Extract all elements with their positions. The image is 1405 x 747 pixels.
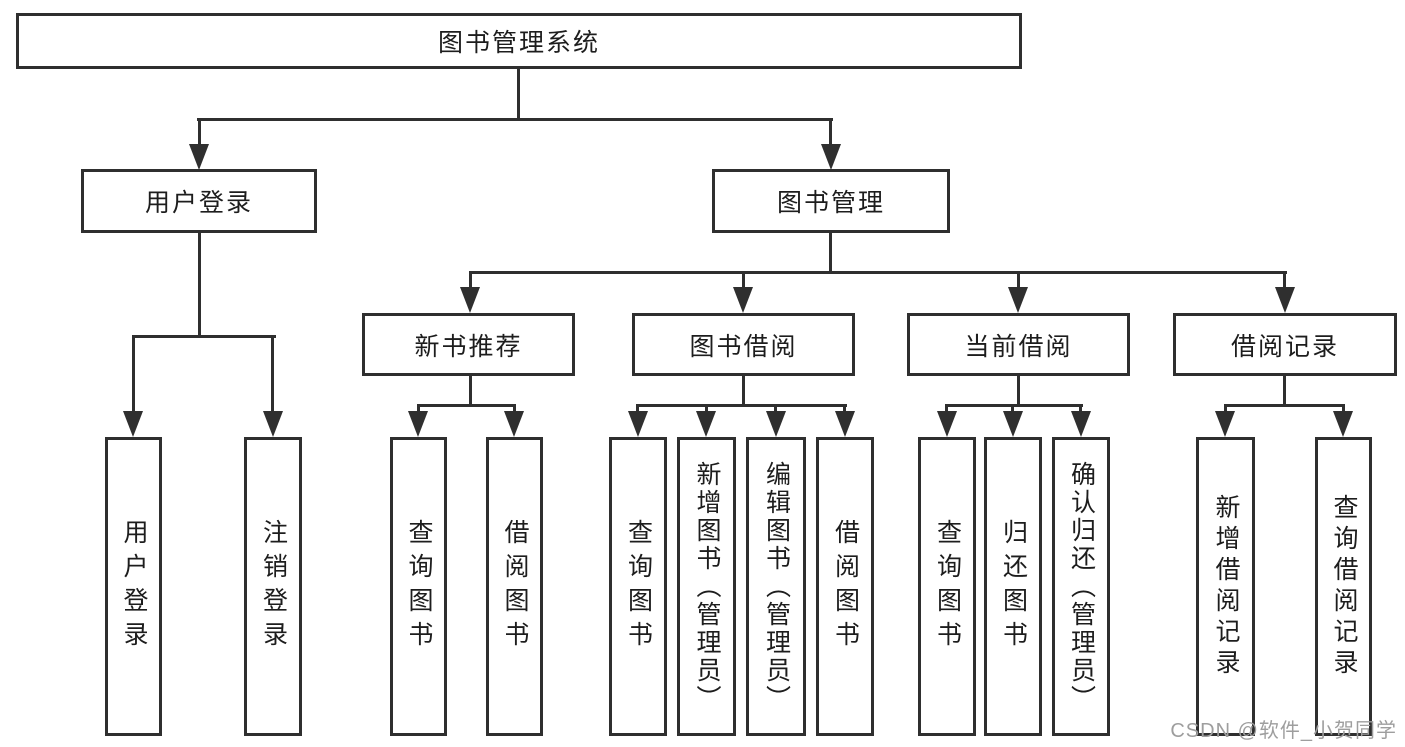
node-root: 图书管理系统 bbox=[16, 13, 1022, 69]
connector-line bbox=[829, 118, 832, 150]
leaf-confirm-return-admin: 确认归还（管理员） bbox=[1052, 437, 1110, 736]
arrow-down-icon bbox=[821, 144, 841, 170]
node-new-book-recommend: 新书推荐 bbox=[362, 313, 575, 376]
connector-line bbox=[829, 232, 832, 274]
leaf-query-borrow-record-label: 查询借阅记录 bbox=[1330, 493, 1358, 680]
arrow-down-icon bbox=[1071, 411, 1091, 437]
leaf-add-borrow-record-label: 新增借阅记录 bbox=[1212, 493, 1240, 680]
arrow-down-icon bbox=[937, 411, 957, 437]
leaf-borrow-books-1: 借阅图书 bbox=[486, 437, 543, 736]
leaf-query-books-1: 查询图书 bbox=[390, 437, 447, 736]
leaf-user-login: 用户登录 bbox=[105, 437, 162, 736]
connector-line bbox=[271, 335, 274, 415]
leaf-query-books-2-label: 查询图书 bbox=[624, 518, 653, 655]
connector-line bbox=[517, 69, 520, 121]
leaf-borrow-books-2: 借阅图书 bbox=[816, 437, 874, 736]
connector-line bbox=[469, 271, 472, 293]
node-root-label: 图书管理系统 bbox=[437, 29, 600, 57]
connector-line bbox=[742, 271, 745, 293]
leaf-query-books-2: 查询图书 bbox=[609, 437, 667, 736]
connector-line bbox=[843, 404, 846, 416]
csdn-watermark: CSDN @软件_小贺同学 bbox=[1170, 720, 1397, 742]
connector-line bbox=[198, 232, 201, 338]
arrow-down-icon bbox=[766, 411, 786, 437]
node-book-borrow-label: 图书借阅 bbox=[689, 332, 798, 361]
node-borrow-records: 借阅记录 bbox=[1173, 313, 1397, 376]
node-book-management-label: 图书管理 bbox=[776, 189, 885, 217]
arrow-down-icon bbox=[263, 411, 283, 437]
connector-line bbox=[198, 118, 201, 150]
arrow-down-icon bbox=[408, 411, 428, 437]
connector-line bbox=[469, 271, 1287, 274]
arrow-down-icon bbox=[123, 411, 143, 437]
leaf-edit-book-admin: 编辑图书（管理员） bbox=[746, 437, 806, 736]
leaf-edit-book-admin-label: 编辑图书（管理员） bbox=[762, 460, 791, 713]
leaf-query-books-3: 查询图书 bbox=[918, 437, 976, 736]
connector-line bbox=[197, 118, 833, 121]
connector-line bbox=[1017, 375, 1020, 407]
connector-line bbox=[1079, 404, 1082, 416]
arrow-down-icon bbox=[1275, 287, 1295, 313]
connector-line bbox=[1283, 271, 1286, 293]
leaf-logout-label: 注销登录 bbox=[259, 518, 288, 655]
connector-line bbox=[1017, 271, 1020, 293]
leaf-query-books-3-label: 查询图书 bbox=[933, 518, 962, 655]
arrow-down-icon bbox=[460, 287, 480, 313]
leaf-return-books-label: 归还图书 bbox=[999, 518, 1028, 655]
node-user-login: 用户登录 bbox=[81, 169, 317, 233]
connector-line bbox=[417, 404, 420, 416]
connector-line bbox=[705, 404, 708, 416]
connector-line bbox=[132, 335, 276, 338]
connector-line bbox=[636, 404, 847, 407]
connector-line bbox=[636, 404, 639, 416]
node-current-borrow-label: 当前借阅 bbox=[964, 332, 1073, 361]
arrow-down-icon bbox=[1008, 287, 1028, 313]
leaf-logout: 注销登录 bbox=[244, 437, 302, 736]
leaf-borrow-books-1-label: 借阅图书 bbox=[501, 518, 529, 655]
arrow-down-icon bbox=[696, 411, 716, 437]
node-user-login-label: 用户登录 bbox=[144, 189, 253, 217]
arrow-down-icon bbox=[628, 411, 648, 437]
connector-line bbox=[1224, 404, 1227, 416]
connector-line bbox=[1011, 404, 1014, 416]
leaf-add-book-admin-label: 新增图书（管理员） bbox=[693, 460, 721, 713]
connector-line bbox=[774, 404, 777, 416]
connector-line bbox=[1342, 404, 1345, 416]
connector-line bbox=[469, 375, 472, 407]
node-book-borrow: 图书借阅 bbox=[632, 313, 855, 376]
leaf-return-books: 归还图书 bbox=[984, 437, 1042, 736]
connector-line bbox=[945, 404, 1083, 407]
arrow-down-icon bbox=[1215, 411, 1235, 437]
leaf-confirm-return-admin-label: 确认归还（管理员） bbox=[1067, 460, 1096, 713]
node-current-borrow: 当前借阅 bbox=[907, 313, 1130, 376]
leaf-user-login-label: 用户登录 bbox=[120, 518, 148, 655]
leaf-add-borrow-record: 新增借阅记录 bbox=[1196, 437, 1255, 736]
leaf-borrow-books-2-label: 借阅图书 bbox=[831, 518, 860, 655]
connector-line bbox=[1224, 404, 1345, 407]
connector-line bbox=[742, 375, 745, 407]
leaf-add-book-admin: 新增图书（管理员） bbox=[677, 437, 736, 736]
leaf-query-books-1-label: 查询图书 bbox=[405, 518, 433, 655]
node-borrow-records-label: 借阅记录 bbox=[1230, 332, 1339, 361]
arrow-down-icon bbox=[504, 411, 524, 437]
arrow-down-icon bbox=[189, 144, 209, 170]
node-new-book-recommend-label: 新书推荐 bbox=[414, 332, 523, 361]
arrow-down-icon bbox=[733, 287, 753, 313]
arrow-down-icon bbox=[1333, 411, 1353, 437]
leaf-query-borrow-record: 查询借阅记录 bbox=[1315, 437, 1372, 736]
connector-line bbox=[132, 335, 135, 415]
connector-line bbox=[417, 404, 516, 407]
arrow-down-icon bbox=[835, 411, 855, 437]
connector-line bbox=[1283, 375, 1286, 407]
connector-line bbox=[513, 404, 516, 416]
node-book-management: 图书管理 bbox=[712, 169, 950, 233]
connector-line bbox=[945, 404, 948, 416]
arrow-down-icon bbox=[1003, 411, 1023, 437]
